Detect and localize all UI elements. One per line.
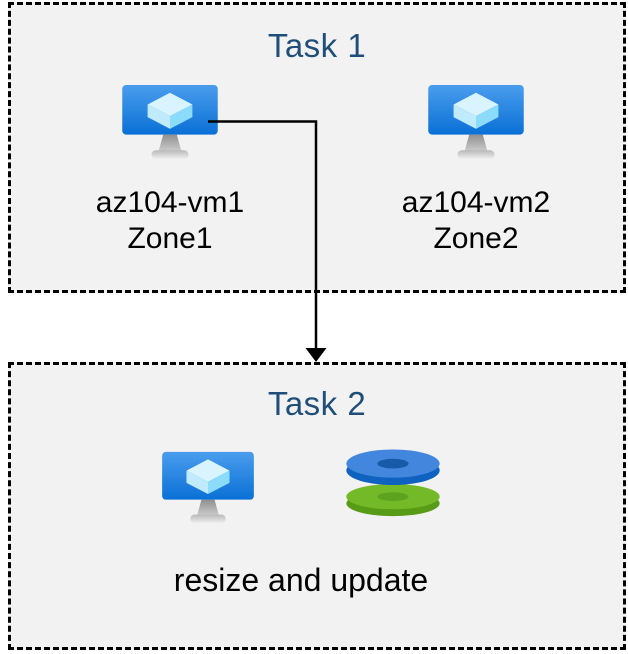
vm2-group: az104-vm2 Zone2: [366, 84, 586, 257]
vm2-zone: Zone2: [433, 222, 519, 255]
azure-vm-icon: [162, 451, 254, 524]
azure-vm-icon: [428, 84, 524, 160]
vm1-zone: Zone1: [127, 222, 213, 255]
task1-title: Task 1: [267, 27, 367, 64]
vm1-name: az104-vm1: [95, 186, 245, 219]
disk-stack-icon: [346, 449, 440, 517]
task2-title: Task 2: [267, 385, 367, 422]
azure-vm-icon: [122, 84, 218, 160]
task2-box: Task 2 resize and update: [8, 362, 626, 650]
vm1-group: az104-vm1 Zone1: [60, 84, 280, 257]
vm1-label: az104-vm1 Zone1: [60, 185, 280, 257]
vm2-name: az104-vm2: [401, 186, 551, 219]
task2-caption: resize and update: [173, 562, 429, 598]
task1-box: Task 1 az104-vm1 Zone1 az104-vm2 Zone2: [8, 2, 626, 293]
vm2-label: az104-vm2 Zone2: [366, 185, 586, 257]
